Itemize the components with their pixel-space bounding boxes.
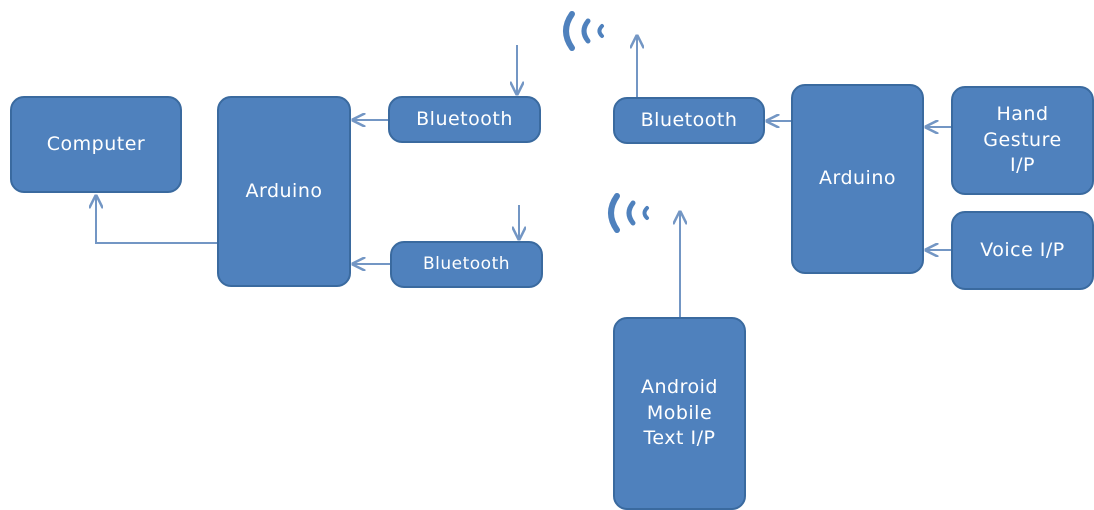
wireless-signal-icon [608,193,649,233]
bluetooth-right-box: Bluetooth [613,97,765,144]
computer-box: Computer [10,96,182,193]
arduino-left-box: Arduino [217,96,351,287]
voice-box: Voice I/P [951,211,1094,290]
bluetooth-left-top-box: Bluetooth [388,96,541,143]
arduino-left-label: Arduino [245,179,323,202]
hand-gesture-label: Hand Gesture I/P [983,103,1062,177]
android-label: Android Mobile Text I/P [641,376,718,450]
bluetooth-left-bottom-label: Bluetooth [422,254,511,275]
bluetooth-left-bottom-box: Bluetooth [390,241,543,288]
bluetooth-left-top-label: Bluetooth [416,107,513,130]
arduino-right-label: Arduino [818,167,897,190]
computer-label: Computer [46,132,146,155]
voice-label: Voice I/P [980,238,1065,261]
arduino-right-box: Arduino [791,84,924,274]
hand-gesture-box: Hand Gesture I/P [951,86,1094,195]
wireless-signal-icon [563,11,604,51]
bluetooth-right-label: Bluetooth [640,108,738,131]
arrow-arduino-to-computer [96,196,217,244]
android-box: Android Mobile Text I/P [613,317,746,510]
